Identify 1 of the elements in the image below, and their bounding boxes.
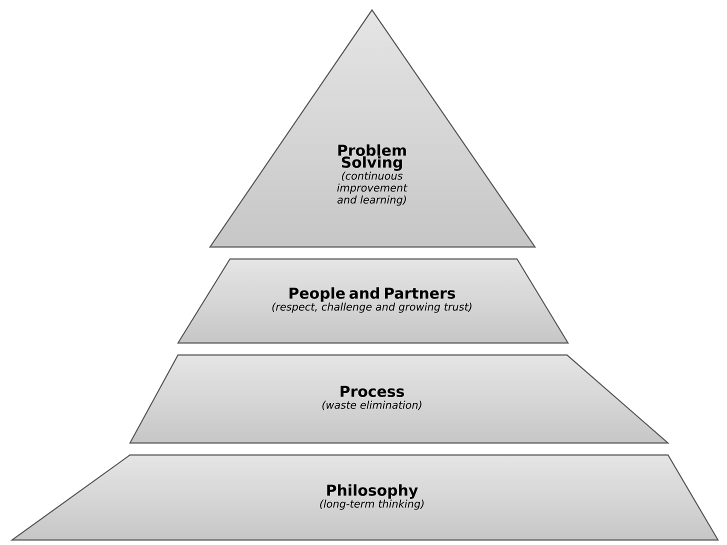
pyramid-level: Process (waste elimination)	[129, 354, 670, 444]
